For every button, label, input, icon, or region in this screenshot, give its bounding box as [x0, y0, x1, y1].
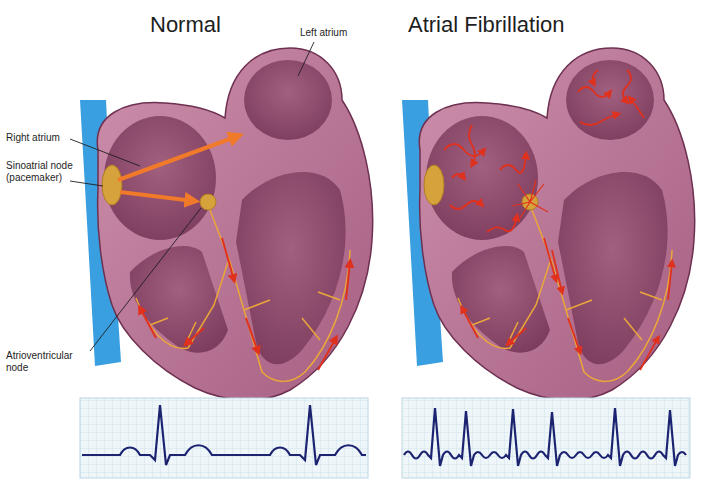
ecg-trace-fibrillation: [404, 408, 686, 466]
ecg-grid: [402, 398, 690, 478]
leader-line: [298, 42, 314, 76]
ecg-strips: [80, 398, 690, 478]
impulse-arrow: [186, 328, 204, 344]
chaotic-arrow: [500, 154, 526, 173]
leader-line: [70, 181, 103, 186]
part-label: Left atrium: [300, 27, 347, 39]
part-label: Sinoatrial node (pacemaker): [6, 160, 90, 184]
chaotic-arrow: [623, 70, 631, 102]
leader-line: [90, 208, 201, 351]
impulse-arrow: [246, 318, 258, 352]
part-label: Atrioventricular node: [6, 350, 92, 374]
impulse-arrow: [222, 238, 234, 280]
panel-heading: Atrial Fibrillation: [408, 12, 565, 38]
impulse-arrow: [462, 308, 478, 338]
chaotic-arrow: [578, 87, 610, 97]
heart-normal: [80, 48, 373, 400]
ecg-trace-normal: [82, 405, 366, 465]
impulse-arrow: [552, 250, 562, 292]
impulse-arrow: [640, 338, 658, 370]
av-spikes: [512, 180, 548, 218]
leader-lines: [70, 42, 314, 351]
normal-impulse-arrows: [118, 136, 350, 370]
ecg-grid: [80, 398, 368, 478]
fibrillation-arrows: [444, 70, 672, 370]
impulse-arrow: [568, 318, 580, 352]
chaotic-arrow: [444, 144, 484, 156]
impulse-arrow: [120, 192, 194, 201]
impulse-arrow: [508, 328, 526, 344]
chaotic-arrow: [630, 98, 644, 118]
chaotic-arrow: [452, 174, 464, 178]
impulse-arrow: [668, 262, 672, 300]
impulse-arrow: [318, 338, 336, 370]
chaotic-arrow: [487, 216, 517, 232]
chaotic-arrow: [469, 125, 475, 165]
heart-fibrillation: [402, 48, 695, 400]
leader-line: [70, 139, 140, 166]
impulse-arrow: [118, 136, 238, 180]
chaotic-arrow: [450, 201, 482, 209]
impulse-arrow: [346, 262, 350, 300]
chaotic-arrow: [580, 114, 618, 125]
impulse-arrow: [140, 308, 156, 338]
ventricle-arrows: [140, 238, 350, 370]
part-label: Right atrium: [6, 132, 60, 144]
panel-heading: Normal: [150, 12, 221, 38]
chaotic-arrow: [593, 70, 598, 84]
